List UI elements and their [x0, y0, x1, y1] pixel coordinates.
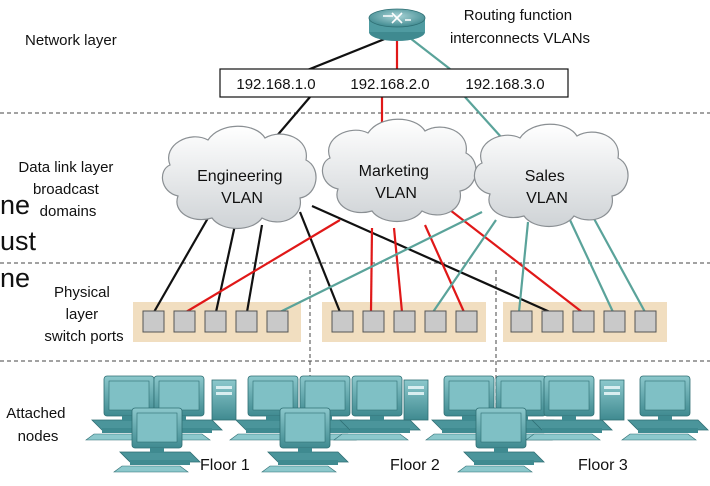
- computer-icon: [621, 375, 709, 441]
- computer-icon: [525, 375, 613, 441]
- layer-labels: Network layer Data link layer broadcast …: [6, 32, 123, 445]
- subnet-label: 192.168.3.0: [465, 76, 544, 93]
- vlan-port-link: [369, 227, 374, 313]
- switch-port-icon: [603, 310, 626, 333]
- background-fragment: ust: [0, 226, 37, 256]
- data-link-layer-label: Data link layer broadcast domains: [18, 159, 117, 220]
- vlan-port-link: [245, 224, 264, 313]
- switch-port-icon: [173, 310, 196, 333]
- switch-port-icon: [455, 310, 478, 333]
- network-layer-label: Network layer: [25, 32, 117, 49]
- switch-port-icon: [204, 310, 227, 333]
- switch-port-icon: [266, 310, 289, 333]
- switch-port-icon: [393, 310, 416, 333]
- switch-port-icon: [362, 310, 385, 333]
- vlan-label-sales: Sales VLAN: [525, 168, 569, 207]
- computer-icon: [457, 407, 545, 473]
- floor-label: Floor 2: [390, 457, 440, 474]
- switch-port-icon: [331, 310, 354, 333]
- vlan-port-link: [185, 219, 341, 313]
- vlan-cloud-engineering: Engineering VLAN: [161, 125, 317, 229]
- vlan-port-link: [432, 219, 497, 313]
- vlan-port-link: [298, 211, 342, 313]
- attached-computers: [85, 375, 709, 473]
- vlan-cloud-sales: Sales VLAN: [473, 123, 629, 227]
- vlan-port-link: [153, 217, 209, 313]
- floor-label: Floor 3: [578, 457, 628, 474]
- subnet-label: 192.168.2.0: [350, 76, 429, 93]
- subnet-box: 192.168.1.0 192.168.2.0 192.168.3.0: [219, 68, 569, 98]
- vlan-port-links: [153, 204, 646, 314]
- vlan-port-link: [449, 209, 583, 313]
- switch-port-icon: [572, 310, 595, 333]
- switch-port-icon: [634, 310, 657, 333]
- vlan-label-marketing: Marketing VLAN: [359, 163, 434, 202]
- floor-labels: Floor 1 Floor 2 Floor 3: [200, 457, 628, 474]
- background-text-fragments: ne ust ne: [0, 190, 37, 293]
- background-fragment: ne: [0, 263, 30, 293]
- computer-icon: [403, 379, 429, 421]
- physical-layer-label: Physical layer switch ports: [44, 284, 123, 345]
- switch-port-icon: [424, 310, 447, 333]
- vlan-port-link: [214, 224, 237, 313]
- computer-icon: [211, 379, 237, 421]
- computer-icon: [425, 375, 513, 441]
- switch-ports: [142, 310, 657, 333]
- vlan-label-engineering: Engineering VLAN: [197, 168, 287, 207]
- vlan-port-link: [591, 214, 646, 313]
- router-icon: [368, 8, 426, 41]
- switch-port-icon: [235, 310, 258, 333]
- background-fragment: ne: [0, 190, 30, 220]
- vlan-port-link: [517, 221, 530, 313]
- computer-icon: [333, 375, 421, 441]
- vlan-port-link: [311, 204, 551, 314]
- computer-icon: [599, 379, 625, 421]
- floor-label: Floor 1: [200, 457, 250, 474]
- computer-icon: [113, 407, 201, 473]
- vlan-port-link: [423, 224, 466, 313]
- subnet-label: 192.168.1.0: [236, 76, 315, 93]
- vlan-port-link: [279, 211, 483, 313]
- vlan-cloud-marketing: Marketing VLAN: [321, 118, 477, 222]
- switch-port-icon: [510, 310, 533, 333]
- attached-nodes-label: Attached nodes: [6, 405, 69, 445]
- vlan-port-link: [392, 227, 404, 313]
- routing-function-label: Routing function interconnects VLANs: [450, 7, 590, 47]
- switch-port-icon: [541, 310, 564, 333]
- computer-icon: [261, 407, 349, 473]
- vlan-port-link: [569, 219, 614, 313]
- switch-port-icon: [142, 310, 165, 333]
